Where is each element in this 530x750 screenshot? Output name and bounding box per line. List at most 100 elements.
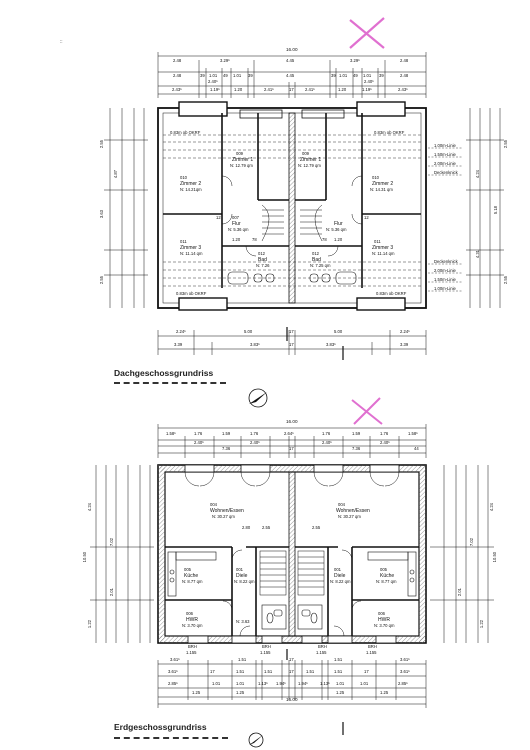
- room-number: 005: [184, 567, 191, 572]
- dim: 5.00: [334, 329, 343, 334]
- room-area: N: 14.21qm: [180, 187, 202, 192]
- legend-line-label: 1.50m-Linie: [434, 152, 456, 157]
- dim: 3.61⁵: [170, 657, 180, 662]
- dim: 44: [414, 446, 419, 451]
- dim: 1.01: [363, 73, 372, 78]
- room-area: N: 7.25 qm: [310, 263, 331, 268]
- room-area: N: 30.27 qm: [212, 514, 235, 519]
- dim: 3.83⁵: [326, 342, 336, 347]
- dim: 7.02: [468, 538, 474, 547]
- dim: 1.19⁵: [362, 87, 372, 92]
- dim: 1.22: [86, 620, 92, 629]
- dim: 1.01: [212, 681, 221, 686]
- pink-cross-mark-bottom: [351, 397, 383, 425]
- room-area: N: 11.14 qm: [372, 251, 395, 256]
- room-area: N: 3.63: [236, 619, 250, 624]
- dim: 2.64⁵: [284, 431, 294, 436]
- room-number: 005: [380, 567, 387, 572]
- dim: 17: [289, 342, 294, 347]
- dim: 1.01: [209, 73, 218, 78]
- dim: 2.40⁵: [250, 440, 260, 445]
- dim: 2.48: [400, 58, 409, 63]
- brh-label: BRH: [188, 644, 197, 649]
- dim: 2.40⁵: [364, 79, 374, 84]
- dim: 1.19⁵: [210, 87, 220, 92]
- dim: 4.24: [474, 170, 480, 179]
- dim: 1.58⁵: [408, 431, 418, 436]
- dim: 3.61⁵: [400, 657, 410, 662]
- dim: 1.20: [234, 87, 243, 92]
- dim: 7.36: [222, 446, 231, 451]
- room-name: Küche: [184, 573, 199, 579]
- dim: 2.01: [456, 588, 462, 597]
- room-area: N: 30.27 qm: [338, 514, 361, 519]
- room-area: N: 11.14 qm: [180, 251, 203, 256]
- north-arrow-icon: [248, 388, 268, 408]
- dim: 2.01: [108, 588, 114, 597]
- dim: 2.24⁵: [176, 329, 186, 334]
- dim: 1.01: [339, 73, 348, 78]
- room-number: 004: [338, 502, 345, 507]
- dim: 2.41⁵: [264, 87, 274, 92]
- ground-floor-plan: [90, 424, 494, 735]
- dim: 3.29⁵: [220, 58, 230, 63]
- dim: 7.36: [352, 446, 361, 451]
- dim: 1.51: [306, 669, 315, 674]
- dim: 1.76: [322, 431, 331, 436]
- dim: 39: [248, 73, 253, 78]
- dim: 78: [322, 237, 327, 242]
- room-name: Diele: [236, 573, 248, 579]
- legend-line-label: 1.00m-Linie: [434, 143, 456, 148]
- dim: 1.58⁵: [166, 431, 176, 436]
- legend-line-label: Deckenknick: [434, 170, 458, 175]
- room-name: Zimmer 3: [372, 245, 394, 251]
- dim: 49: [223, 73, 228, 78]
- dim: 4.24: [488, 503, 494, 512]
- dim: 17: [364, 669, 369, 674]
- brh-label: BRH: [368, 644, 377, 649]
- dim: 2.40⁵: [322, 440, 332, 445]
- dim: 5.00: [244, 329, 253, 334]
- dim: 2.48: [173, 58, 182, 63]
- room-number: 011: [180, 239, 187, 244]
- brh-value: 1.155: [186, 650, 197, 655]
- legend-line-label: 1.50m-Linie: [434, 277, 456, 282]
- legend-line-label: 1.00m-Linie: [434, 286, 456, 291]
- dim: 1.59: [352, 431, 361, 436]
- dim: 17: [289, 446, 294, 451]
- room-area: N: 12.79 qm: [230, 163, 253, 168]
- dim: 4.45: [286, 73, 295, 78]
- dim: 39: [379, 73, 384, 78]
- room-name: Diele: [334, 573, 346, 579]
- room-area: N: 7.26: [256, 263, 270, 268]
- dim: 2.43⁵: [172, 87, 182, 92]
- dim: 4.24: [86, 503, 92, 512]
- brh-label: BRH: [262, 644, 271, 649]
- legend-line-label: Deckenknick: [434, 259, 458, 264]
- dim: 39: [200, 73, 205, 78]
- dim: 3.63: [98, 210, 104, 219]
- dim: 17: [289, 657, 294, 662]
- dim: 1.25: [336, 690, 345, 695]
- okrf-note: 0.83m ob OKRF: [376, 291, 407, 296]
- room-name: Zimmer 1: [300, 157, 322, 163]
- dim: 1.51: [264, 669, 273, 674]
- dim: 2.40⁵: [380, 440, 390, 445]
- room-name: Küche: [380, 573, 395, 579]
- dim: 2.24⁵: [400, 329, 410, 334]
- dim: 1.13⁵: [258, 681, 268, 686]
- dim: 1.94⁵: [298, 681, 308, 686]
- room-name: Zimmer 2: [372, 181, 394, 187]
- dim: 2.80: [242, 525, 251, 530]
- dim: 1.25: [192, 690, 201, 695]
- room-area: N: 8.22 qm: [234, 579, 255, 584]
- legend-line-label: 2.00m-Linie: [434, 161, 456, 166]
- dim: 10.50: [82, 551, 88, 563]
- dim: 2.43⁵: [398, 87, 408, 92]
- dim: 1.22: [478, 620, 484, 629]
- okrf-note: 0.83m ob OKRF: [170, 130, 201, 135]
- dim: 1.01: [236, 681, 245, 686]
- dim: 1.51: [334, 657, 343, 662]
- overall-width-top: 16.00: [286, 47, 298, 52]
- room-name: Flur: [232, 221, 241, 227]
